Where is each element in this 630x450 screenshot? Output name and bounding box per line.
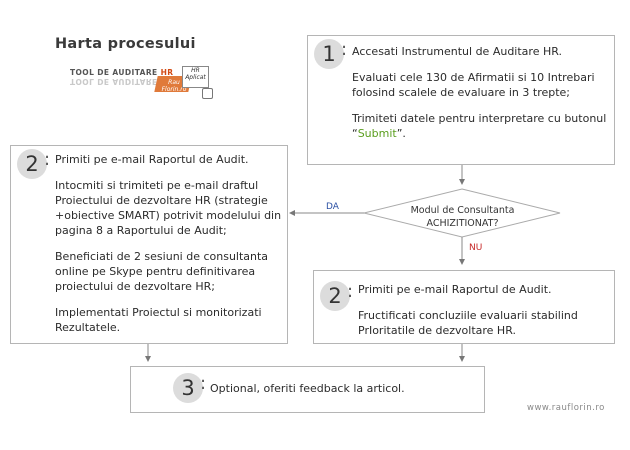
decision-question: Modul de Consultanta ACHIZITIONAT? bbox=[410, 205, 515, 229]
step2-right-box: 2 : Primiti pe e-mail Raportul de Audit.… bbox=[313, 270, 615, 344]
logo-badge-text: Rau Florin.ro bbox=[161, 79, 187, 93]
step2-left-p4: Implementati Proiectul si monitorizati R… bbox=[55, 306, 262, 334]
step-colon: : bbox=[200, 373, 207, 394]
submit-link[interactable]: Submit bbox=[357, 127, 397, 140]
hr-aplicat-icon: HR Aplicat bbox=[182, 66, 209, 88]
page-title: Harta procesului bbox=[55, 36, 196, 52]
step2-left-text: Primiti pe e-mail Raportul de Audit. Int… bbox=[55, 152, 285, 346]
step-number-badge: 2 bbox=[17, 149, 47, 179]
step2-left-p3: Beneficiati de 2 sesiuni de consultanta … bbox=[55, 250, 269, 293]
step2-right-p1: Primiti pe e-mail Raportul de Audit. bbox=[358, 283, 552, 296]
decision-no-label: NU bbox=[469, 243, 483, 253]
footer-url: www.rauflorin.ro bbox=[527, 403, 605, 413]
step-number-badge: 3 bbox=[173, 373, 203, 403]
step1-intro: Accesati Instrumentul de Auditare HR. bbox=[352, 45, 562, 58]
step2-left-p1: Primiti pe e-mail Raportul de Audit. bbox=[55, 153, 249, 166]
step-colon: : bbox=[44, 149, 51, 170]
logo-tool-text: TOOL DE AUDITARE HR bbox=[70, 68, 174, 77]
brand-logo: TOOL DE AUDITARE HR TOOL DE AUDITARE HR … bbox=[70, 66, 220, 104]
step-number-badge: 2 bbox=[320, 281, 350, 311]
step-colon: : bbox=[347, 281, 354, 302]
step-colon: : bbox=[341, 39, 348, 60]
step3-text: Optional, oferiti feedback la articol. bbox=[210, 382, 405, 395]
step1-box: 1 : Accesati Instrumentul de Auditare HR… bbox=[307, 35, 615, 165]
step2-right-text: Primiti pe e-mail Raportul de Audit. Fru… bbox=[358, 282, 610, 349]
step2-right-p2: Fructificati concluziile evaluarii stabi… bbox=[358, 309, 578, 337]
step3-box: 3 : Optional, oferiti feedback la artico… bbox=[130, 366, 485, 413]
step2-left-box: 2 : Primiti pe e-mail Raportul de Audit.… bbox=[10, 145, 288, 344]
step1-text: Accesati Instrumentul de Auditare HR. Ev… bbox=[352, 44, 610, 152]
step1-evaluate: Evaluati cele 130 de Afirmatii si 10 Int… bbox=[352, 71, 595, 99]
step1-submit-text: Trimiteti datele pentru interpretare cu … bbox=[352, 112, 607, 140]
pen-icon bbox=[202, 88, 213, 99]
step-number-badge: 1 bbox=[314, 39, 344, 69]
decision-yes-label: DA bbox=[326, 202, 339, 212]
step2-left-p2: Intocmiti si trimiteti pe e-mail draftul… bbox=[55, 179, 282, 237]
